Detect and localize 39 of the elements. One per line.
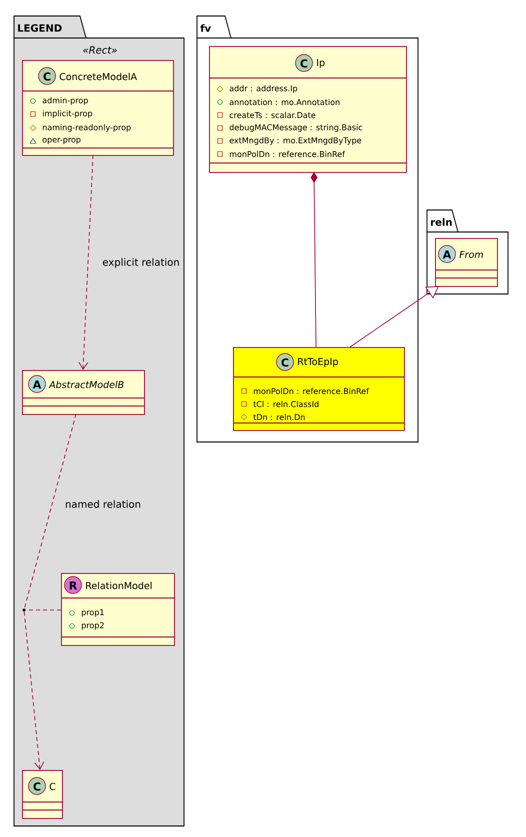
class-name: Ip	[317, 59, 325, 68]
attribute: debugMACMessage : string.Basic	[230, 124, 362, 132]
class-name: C	[50, 782, 56, 790]
attribute: prop2	[82, 622, 104, 630]
attribute: tDn : reln.Dn	[253, 414, 305, 420]
class-box	[60, 573, 175, 646]
arrow	[24, 611, 44, 770]
class-box	[434, 238, 498, 287]
attribute: prop1	[82, 609, 104, 617]
package-name: reln	[431, 218, 452, 226]
attribute: monPolDn : reference.BinRef	[254, 388, 370, 394]
class-name: RelationModel	[86, 582, 152, 590]
attribute: extMngdBy : mo.ExtMngdByType	[230, 137, 362, 145]
package-name: LEGEND	[18, 24, 62, 32]
edge-label: named relation	[64, 499, 142, 509]
class-box	[208, 46, 407, 173]
attribute: implicit-prop	[42, 110, 92, 118]
attribute: admin-prop	[42, 97, 88, 105]
attribute: naming-readonly-prop	[42, 124, 131, 132]
connector	[24, 414, 76, 609]
arrow	[350, 286, 439, 348]
attribute: annotation : mo.Annotation	[230, 98, 340, 106]
class-box	[22, 60, 174, 156]
stereotype-label: «Rect»	[83, 46, 117, 54]
class-name: RtToEpIp	[298, 358, 338, 367]
package-name: fv	[200, 24, 211, 32]
class-box	[232, 347, 405, 431]
class-name: AbstractModelB	[48, 380, 124, 388]
attribute: createTs : scalar.Date	[230, 112, 316, 118]
class-name: ConcreteModelA	[60, 72, 137, 80]
attribute: addr : address.Ip	[230, 85, 298, 93]
class-name: From	[459, 250, 483, 258]
attribute: oper-prop	[42, 138, 80, 144]
attribute: tCl : reln.ClassId	[253, 400, 318, 408]
edge-label: explicit relation	[101, 257, 181, 269]
class-box	[22, 770, 63, 819]
arrow	[78, 154, 94, 370]
attribute: monPolDn : reference.BinRef	[230, 150, 346, 158]
class-box	[22, 370, 145, 415]
